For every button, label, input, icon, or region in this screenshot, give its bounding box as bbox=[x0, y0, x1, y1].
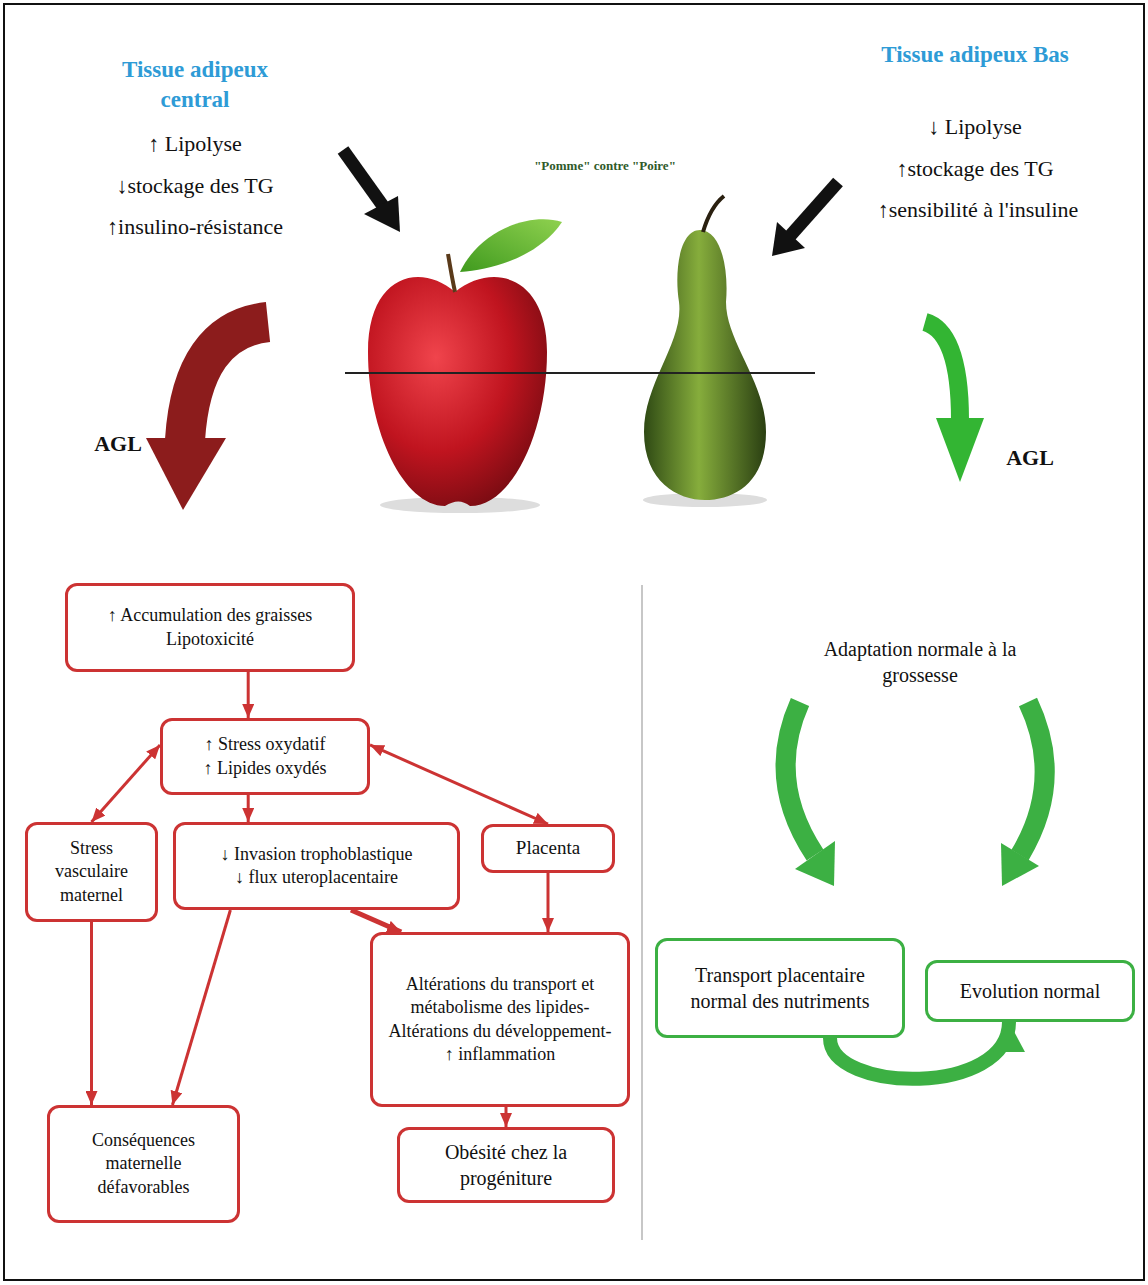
process-box: Stress vasculaire maternel bbox=[25, 822, 158, 922]
waist-line bbox=[345, 372, 815, 374]
text-label: Adaptation normale à la grossesse bbox=[795, 636, 1045, 688]
box-text: Transport placentaire normal des nutrime… bbox=[666, 962, 894, 1014]
box-text: ↑ Accumulation des graisses bbox=[76, 604, 344, 627]
pear-figure bbox=[643, 196, 767, 507]
box-text: Obésité chez la progéniture bbox=[408, 1139, 604, 1191]
text-label: "Pomme" contre "Poire" bbox=[485, 158, 725, 175]
text-label: ↑sensibilité à l'insuline bbox=[828, 196, 1128, 225]
process-box: ↑ Accumulation des graissesLipotoxicité bbox=[65, 583, 355, 672]
process-box: ↑ Stress oxydatif↑ Lipides oxydés bbox=[160, 718, 370, 795]
box-text: ↑ Stress oxydatif bbox=[171, 733, 359, 756]
box-content: ↑ Accumulation des graissesLipotoxicité bbox=[76, 604, 344, 651]
process-box: Evolution normal bbox=[925, 960, 1135, 1022]
box-text: ↓ Invasion trophoblastique bbox=[184, 843, 449, 866]
divider bbox=[641, 585, 643, 1240]
box-text: Stress vasculaire maternel bbox=[36, 837, 147, 907]
box-text: Altérations du transport et métabolisme … bbox=[381, 973, 619, 1043]
connector bbox=[351, 910, 401, 932]
cycle-arrow bbox=[1001, 702, 1045, 886]
connector bbox=[370, 745, 548, 824]
connector bbox=[90, 922, 93, 1105]
frame bbox=[4, 4, 1144, 1280]
box-text: Evolution normal bbox=[936, 978, 1124, 1004]
box-content: Obésité chez la progéniture bbox=[408, 1139, 604, 1191]
box-text: ↓ flux uteroplacentaire bbox=[184, 866, 449, 889]
text-label: ↓ Lipolyse bbox=[855, 113, 1095, 142]
box-text: Placenta bbox=[492, 836, 604, 861]
connector bbox=[505, 1107, 508, 1127]
connector bbox=[547, 873, 550, 932]
pointer-arrow bbox=[343, 150, 400, 232]
box-text: Lipotoxicité bbox=[76, 628, 344, 651]
connector bbox=[247, 672, 250, 718]
box-content: Conséquences maternelle défavorables bbox=[58, 1129, 229, 1199]
process-box: Obésité chez la progéniture bbox=[397, 1127, 615, 1203]
pointer-arrow bbox=[772, 182, 838, 256]
box-content: ↑ Stress oxydatif↑ Lipides oxydés bbox=[171, 733, 359, 780]
process-box: Altérations du transport et métabolisme … bbox=[370, 932, 630, 1107]
box-content: ↓ Invasion trophoblastique↓ flux uteropl… bbox=[184, 843, 449, 890]
box-content: Evolution normal bbox=[936, 978, 1124, 1004]
process-box: Placenta bbox=[481, 824, 615, 873]
text-label: Tissue adipeux central bbox=[95, 55, 295, 115]
text-label: AGL bbox=[995, 444, 1065, 473]
text-label: Tissue adipeux Bas bbox=[875, 40, 1075, 70]
box-text: Conséquences maternelle défavorables bbox=[58, 1129, 229, 1199]
connector bbox=[172, 910, 230, 1105]
box-content: Transport placentaire normal des nutrime… bbox=[666, 962, 894, 1014]
connector bbox=[247, 795, 250, 822]
box-text: ↑ Lipides oxydés bbox=[171, 757, 359, 780]
box-text: ↑ inflammation bbox=[381, 1043, 619, 1066]
box-content: Altérations du transport et métabolisme … bbox=[381, 973, 619, 1067]
text-label: AGL bbox=[83, 430, 153, 459]
text-label: ↑stockage des TG bbox=[855, 155, 1095, 184]
apple-figure bbox=[368, 219, 562, 513]
box-content: Stress vasculaire maternel bbox=[36, 837, 147, 907]
box-content: Placenta bbox=[492, 836, 604, 861]
text-label: ↓stockage des TG bbox=[75, 172, 315, 201]
process-box: Conséquences maternelle défavorables bbox=[47, 1105, 240, 1223]
cycle-arrow bbox=[786, 702, 835, 886]
connector bbox=[92, 745, 161, 822]
text-label: ↑ Lipolyse bbox=[75, 130, 315, 159]
process-box: ↓ Invasion trophoblastique↓ flux uteropl… bbox=[173, 822, 460, 910]
fatty-acid-arrow bbox=[925, 322, 984, 482]
text-label: ↑insulino-résistance bbox=[65, 213, 325, 242]
process-box: Transport placentaire normal des nutrime… bbox=[655, 938, 905, 1038]
fatty-acid-arrow bbox=[146, 322, 268, 510]
